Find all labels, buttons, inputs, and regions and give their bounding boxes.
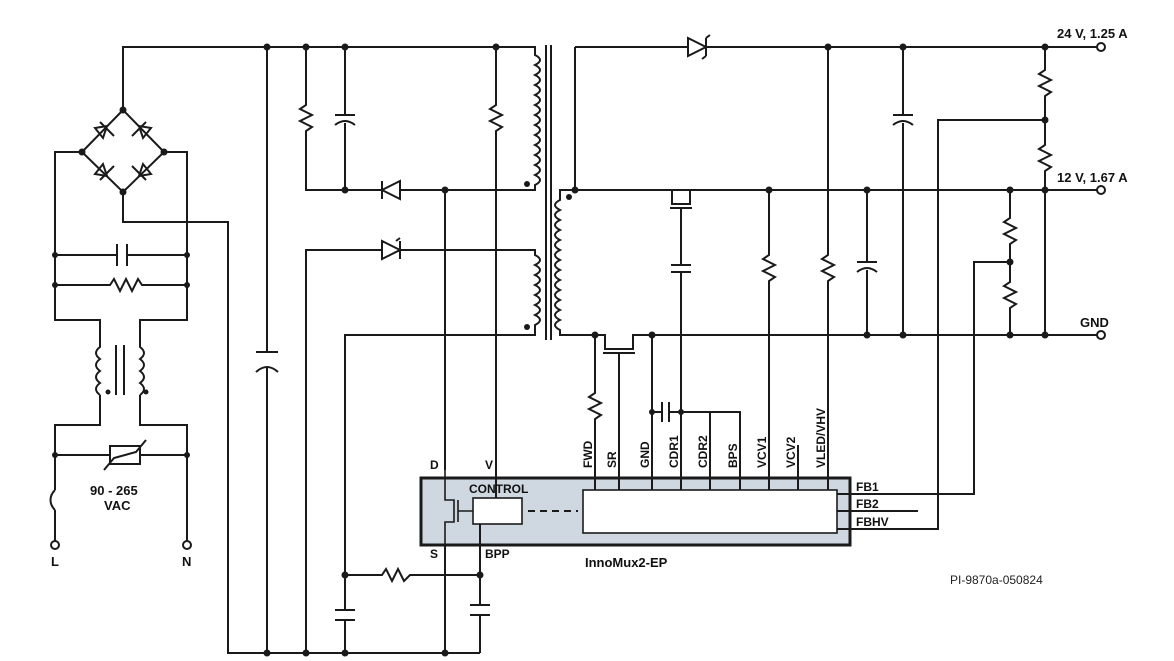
pin-cdr2-label: CDR2 xyxy=(696,435,710,468)
controller-ic xyxy=(228,470,852,657)
terminal-12v xyxy=(1096,185,1106,195)
reference-id: PI-9870a-050824 xyxy=(950,573,1043,587)
pin-cdr1-label: CDR1 xyxy=(667,435,681,468)
terminal-l xyxy=(50,540,60,550)
pin-gnd-label: GND xyxy=(638,441,652,468)
output-gnd-label: GND xyxy=(1080,315,1109,330)
input-range-label: 90 - 265 xyxy=(90,483,138,498)
common-mode-choke xyxy=(54,285,188,396)
control-label: CONTROL xyxy=(469,482,528,496)
secondary-side xyxy=(554,34,1106,530)
pin-v-label: V xyxy=(485,458,493,472)
pin-bps-label: BPS xyxy=(726,443,740,468)
pin-d-label: D xyxy=(430,458,439,472)
pin-vled-label: VLED/VHV xyxy=(814,408,828,468)
terminal-n xyxy=(182,540,192,550)
ic-name-label: InnoMux2-EP xyxy=(585,555,668,570)
mov-varistor xyxy=(109,445,141,465)
pin-bpp-label: BPP xyxy=(485,547,510,561)
bridge-rectifier xyxy=(78,106,168,196)
output-24v-label: 24 V, 1.25 A xyxy=(1057,26,1128,41)
output-12v-label: 12 V, 1.67 A xyxy=(1057,170,1128,185)
pin-fwd-label: FWD xyxy=(581,440,595,468)
pin-fb2-label: FB2 xyxy=(856,497,879,511)
line-label: L xyxy=(51,554,59,569)
pin-sr-label: SR xyxy=(605,451,619,468)
pin-vcv2-label: VCV2 xyxy=(784,436,798,468)
input-vac-label: VAC xyxy=(104,498,131,513)
primary-side xyxy=(255,43,552,657)
pin-vcv1-label: VCV1 xyxy=(755,436,769,468)
terminal-gnd xyxy=(1096,330,1106,340)
pin-fb1-label: FB1 xyxy=(856,480,879,494)
top-pin-labels: FWD SR GND CDR1 CDR2 BPS VCV1 VCV2 VLED/… xyxy=(581,408,828,468)
control-block xyxy=(472,497,523,525)
secondary-controller-block xyxy=(582,489,838,534)
input-section xyxy=(49,46,525,654)
terminal-24v xyxy=(1096,42,1106,52)
fuse xyxy=(49,455,56,541)
pin-fbhv-label: FBHV xyxy=(856,515,889,529)
pin-s-label: S xyxy=(430,547,438,561)
neutral-label: N xyxy=(182,554,191,569)
